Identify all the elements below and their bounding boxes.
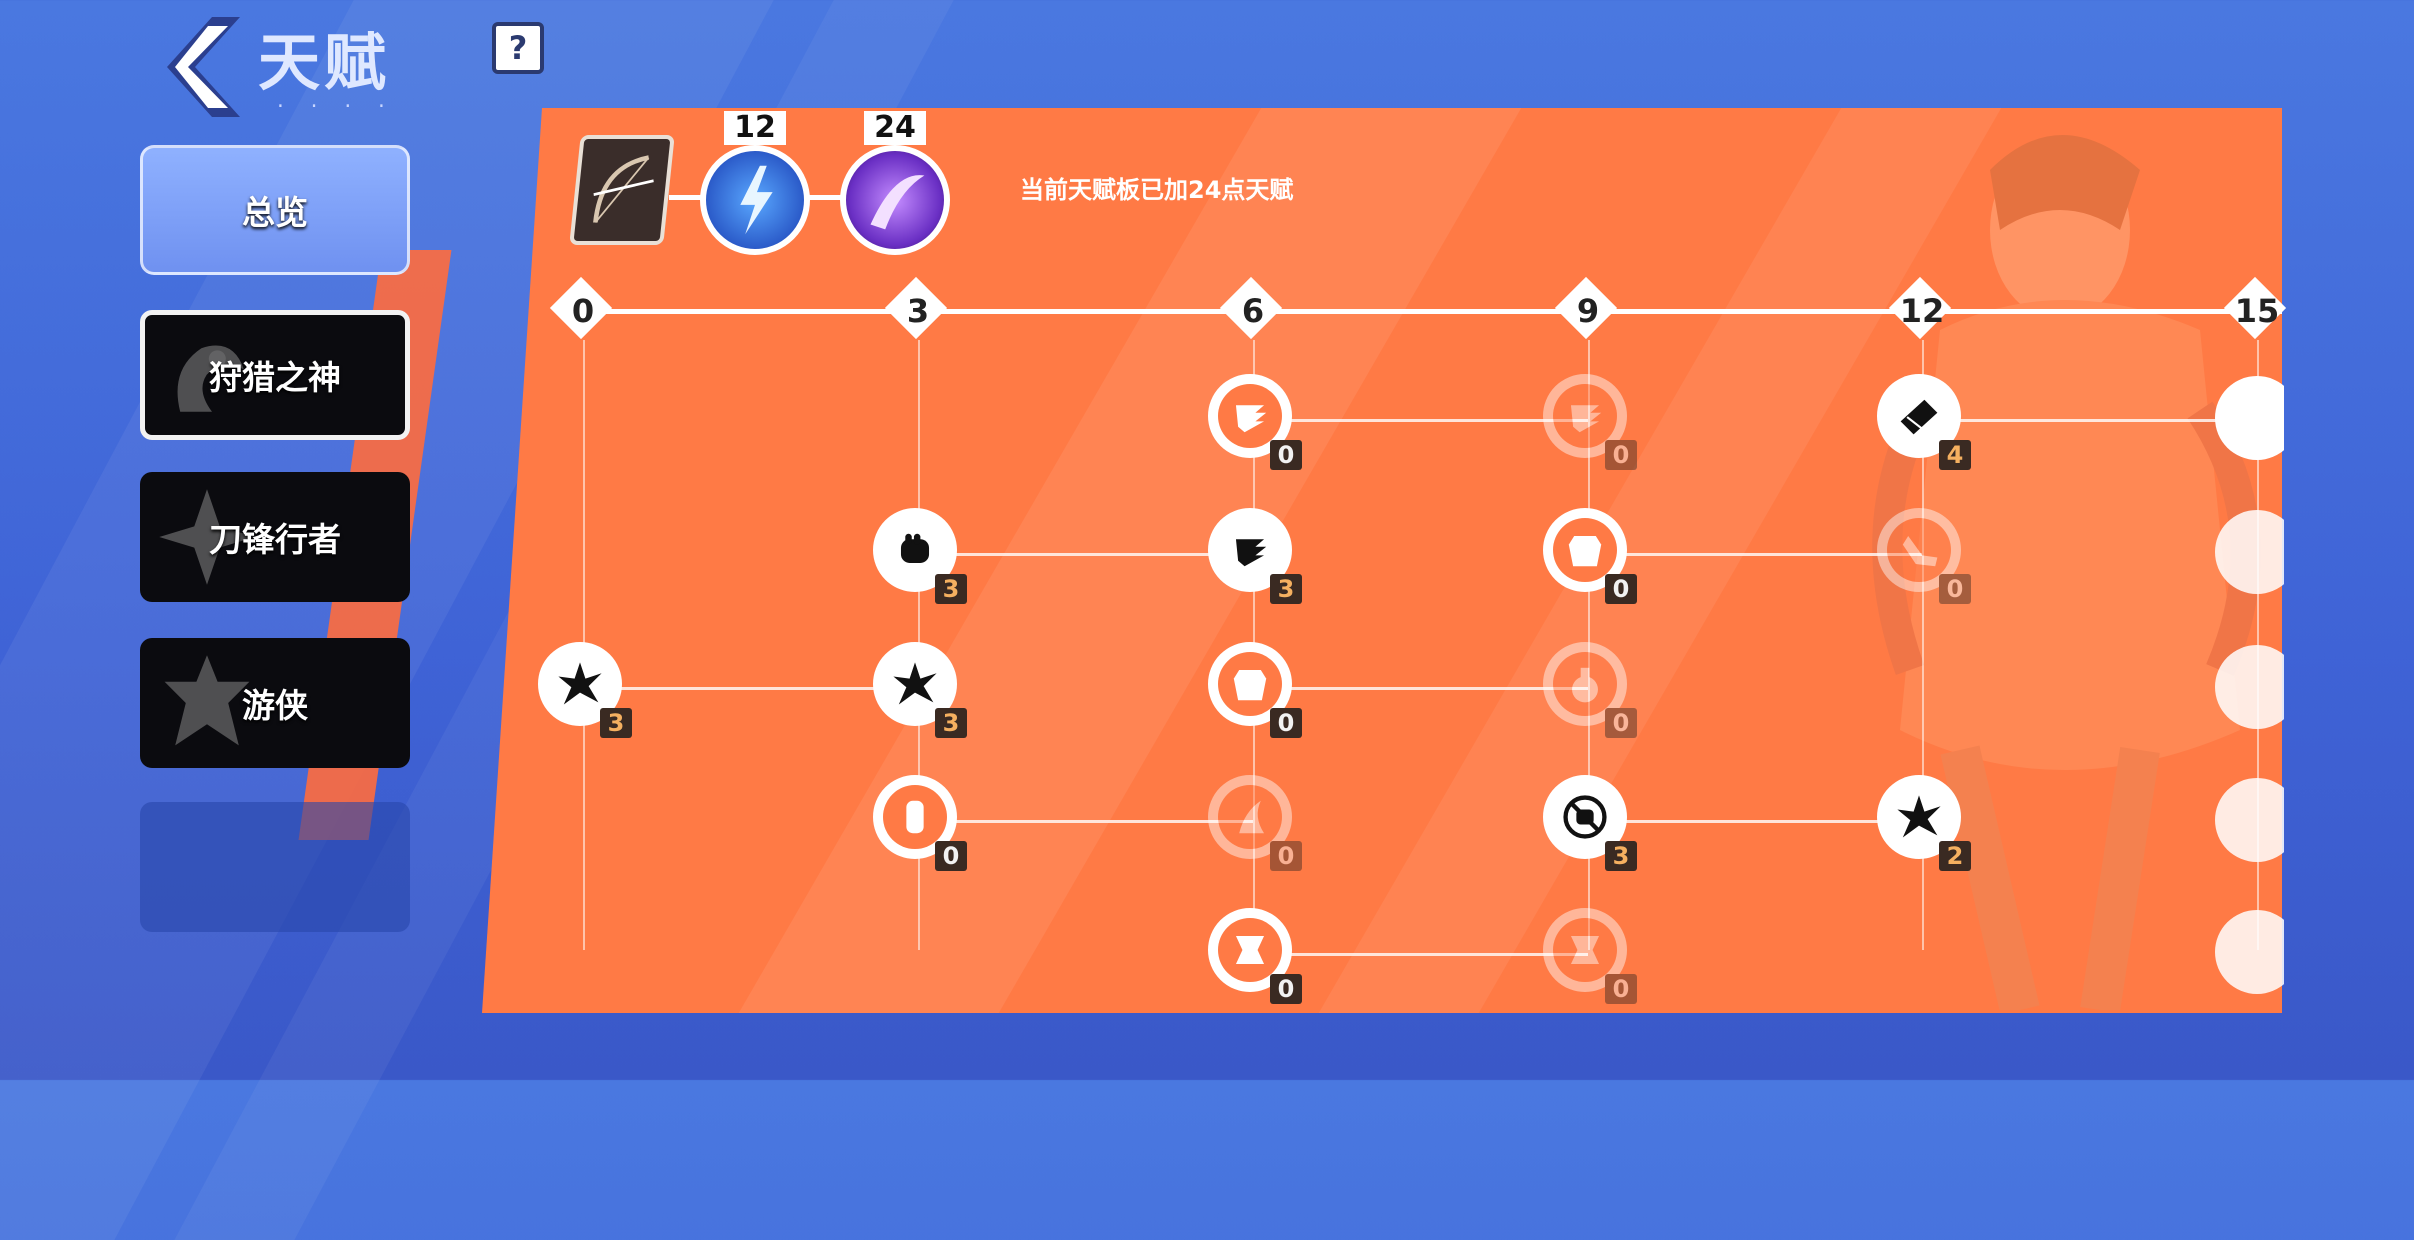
bow-icon (593, 155, 654, 223)
node-link (1922, 419, 2257, 422)
node-link (1588, 553, 1922, 556)
kick-icon (1902, 535, 1938, 567)
raised-hand-icon (906, 800, 924, 834)
talent-node[interactable]: 0 (1208, 908, 1302, 1004)
talent-node-clipped[interactable] (2215, 645, 2284, 729)
shatter-icon (1897, 795, 1941, 838)
talent-node[interactable]: 0 (1543, 642, 1637, 738)
speed-boot-icon (1235, 539, 1267, 567)
hero-class-icon[interactable] (569, 135, 675, 245)
talent-node-clipped[interactable] (2215, 778, 2284, 862)
talent-node[interactable]: 0 (1208, 374, 1302, 470)
bonus-badge-24[interactable]: 24 (840, 111, 950, 255)
talent-node[interactable]: 4 (1877, 374, 1971, 470)
blade-emblem-icon (159, 489, 255, 585)
tab-hunter-god-label: 狩猎之神 (209, 358, 341, 397)
crescent-slash-icon (870, 175, 925, 230)
no-fist-icon (1563, 795, 1607, 839)
bonus-24-number: 24 (864, 111, 926, 145)
tier-marker-9: 9 (1554, 276, 1618, 340)
page-title: 天赋 (258, 26, 391, 99)
talent-node-clipped[interactable] (2215, 910, 2284, 994)
claw-strike-icon (1900, 399, 1938, 435)
bonus-badge-12[interactable]: 12 (700, 111, 810, 255)
shatter-icon (893, 662, 937, 705)
node-link (918, 553, 1253, 556)
chevron-left-icon (167, 17, 240, 117)
talent-node[interactable]: 0 (1208, 642, 1302, 738)
tier-15-column (2212, 360, 2284, 1000)
tier-marker-15: 15 (2223, 276, 2287, 340)
potion-icon (1572, 667, 1598, 703)
talent-node[interactable]: 0 (1543, 508, 1637, 604)
talent-node[interactable]: 0 (1208, 775, 1302, 871)
help-button[interactable]: ? (492, 22, 544, 74)
ranger-emblem-icon (164, 655, 250, 746)
tier-axis (582, 309, 2282, 314)
node-link (1588, 820, 1922, 823)
speed-boot-icon (1570, 405, 1602, 433)
tab-overview-label: 总览 (242, 193, 308, 232)
flame-slash-icon (1239, 800, 1265, 834)
talent-node[interactable]: 3 (538, 642, 632, 738)
hero-artwork (1872, 135, 2261, 1010)
tier-marker-12: 12 (1888, 276, 1952, 340)
tab-empty[interactable] (140, 802, 410, 932)
talent-node[interactable]: 3 (873, 508, 967, 604)
talent-node-clipped[interactable] (2215, 376, 2284, 460)
gauntlet-icon (1235, 935, 1265, 965)
bonus-connector (808, 195, 842, 200)
tab-blade-walker-label: 刀锋行者 (209, 520, 341, 559)
node-link (1253, 687, 1588, 690)
talent-node[interactable]: 0 (1543, 374, 1637, 470)
back-button[interactable] (150, 12, 250, 122)
gauntlet-icon (1570, 935, 1600, 965)
tab-ranger-label: 游侠 (242, 686, 308, 725)
hunter-emblem-icon (177, 345, 244, 412)
tab-ranger[interactable]: 游侠 (140, 638, 410, 768)
talent-node[interactable]: 0 (873, 775, 967, 871)
tier-column-line (1922, 340, 1924, 950)
tab-blade-walker[interactable]: 刀锋行者 (140, 472, 410, 602)
shatter-icon (558, 662, 602, 705)
talent-status-text: 当前天赋板已加24点天赋 (1020, 176, 1294, 204)
node-link (918, 820, 1253, 823)
tier-marker-3: 3 (884, 276, 948, 340)
tab-hunter-god[interactable]: 狩猎之神 (140, 310, 410, 440)
node-link (1253, 953, 1588, 956)
talent-node[interactable]: 3 (873, 642, 967, 738)
tier-marker-6: 6 (1219, 276, 1283, 340)
talent-node[interactable]: 0 (1543, 908, 1637, 1004)
tab-overview[interactable]: 总览 (140, 145, 410, 275)
fist-icon (900, 533, 930, 563)
bonus-connector (669, 195, 703, 200)
talent-panel (482, 108, 2282, 1013)
title-decoration: · · · · (275, 96, 393, 117)
talent-node-clipped[interactable] (2215, 510, 2284, 594)
talent-node[interactable]: 0 (1877, 508, 1971, 604)
node-link (583, 687, 918, 690)
talent-node[interactable]: 3 (1543, 775, 1637, 871)
lightning-burst-icon (740, 165, 773, 235)
armor-icon (1568, 535, 1602, 567)
node-link (1253, 419, 1588, 422)
talent-node[interactable]: 2 (1877, 775, 1971, 871)
bonus-12-number: 12 (724, 111, 786, 145)
armor-icon (1233, 669, 1267, 701)
speed-boot-icon (1235, 405, 1267, 433)
tier-marker-0: 0 (549, 276, 613, 340)
talent-node[interactable]: 3 (1208, 508, 1302, 604)
